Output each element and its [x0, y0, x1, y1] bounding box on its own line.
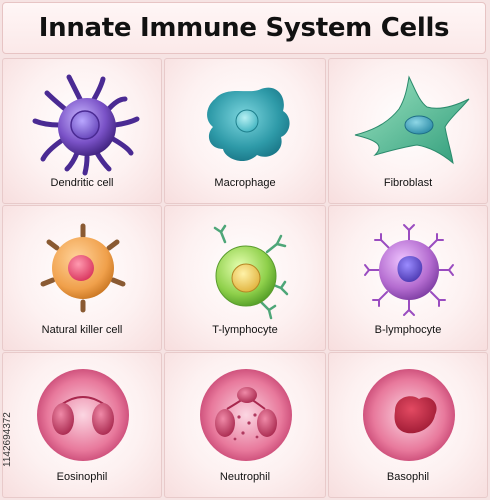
cell-tile-b-lymphocyte: B-lymphocyte — [328, 205, 488, 351]
cell-grid: Dendritic cell Macrophage — [2, 58, 488, 498]
cell-label: Neutrophil — [219, 471, 271, 483]
watermark-id: 1142694372 — [2, 412, 13, 468]
b-lymphocyte-icon — [364, 224, 454, 316]
cell-label: B-lymphocyte — [374, 324, 442, 336]
fibroblast-icon — [354, 75, 470, 165]
macrophage-icon — [207, 87, 290, 162]
basophil-icon — [363, 369, 455, 461]
eosinophil-icon — [37, 369, 129, 461]
cell-tile-fibroblast: Fibroblast — [328, 58, 488, 204]
cell-tile-eosinophil: Eosinophil — [2, 352, 162, 498]
dendritic-cell-icon — [32, 74, 140, 176]
cell-label: Fibroblast — [383, 177, 433, 189]
cell-label: T-lymphocyte — [212, 324, 278, 336]
cell-label: Macrophage — [214, 177, 276, 189]
cell-tile-nk: Natural killer cell — [2, 205, 162, 351]
page-title: Innate Immune System Cells — [38, 13, 450, 43]
neutrophil-icon — [200, 369, 292, 461]
cell-tile-neutrophil: Neutrophil — [164, 352, 326, 498]
natural-killer-cell-icon — [40, 223, 126, 313]
cell-label: Dendritic cell — [50, 177, 114, 189]
title-bar: Innate Immune System Cells — [2, 2, 486, 54]
cell-label: Basophil — [386, 471, 430, 483]
cell-tile-dendritic: Dendritic cell — [2, 58, 162, 204]
cell-label: Eosinophil — [56, 471, 108, 483]
cell-tile-basophil: Basophil — [328, 352, 488, 498]
cell-label: Natural killer cell — [41, 324, 123, 336]
cell-tile-macrophage: Macrophage — [164, 58, 326, 204]
t-lymphocyte-icon — [213, 224, 289, 320]
cell-tile-t-lymphocyte: T-lymphocyte — [164, 205, 326, 351]
